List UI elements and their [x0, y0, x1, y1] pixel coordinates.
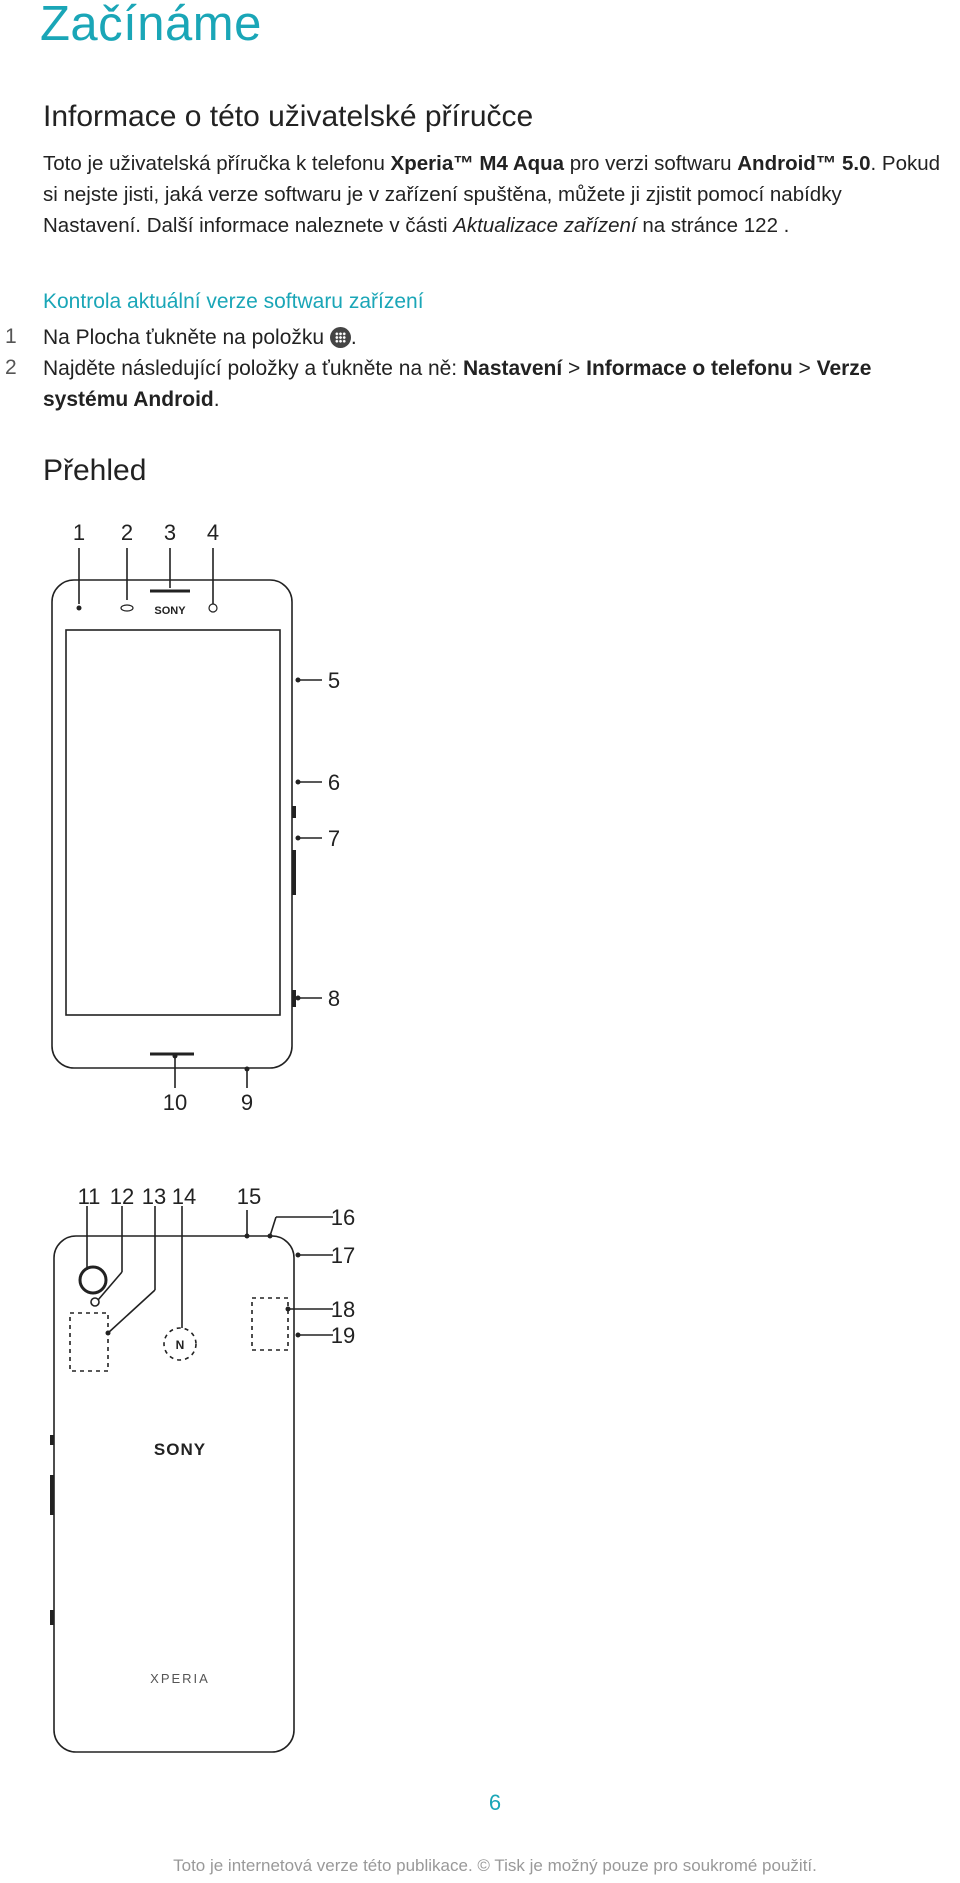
- sony-logo-front: SONY: [154, 605, 186, 617]
- callout-18: 18: [331, 1297, 355, 1322]
- callout-9: 9: [241, 1090, 253, 1115]
- step-end: .: [213, 388, 220, 411]
- para-text: pro verzi softwaru: [564, 152, 738, 175]
- intro-paragraph: Toto je uživatelská příručka k telefonu …: [43, 148, 943, 241]
- page-number: 6: [488, 1790, 502, 1815]
- chapter-title: Začínáme: [40, 0, 262, 51]
- callout-8: 8: [328, 986, 340, 1011]
- footer-note: Toto je internetová verze této publikace…: [173, 1856, 817, 1875]
- callout-14: 14: [172, 1184, 196, 1209]
- menu-path-about-phone: Informace o telefonu: [586, 357, 793, 380]
- callout-16: 16: [331, 1205, 355, 1230]
- step-text: Na Plocha ťukněte na položku: [43, 326, 330, 349]
- step-end: .: [350, 326, 357, 349]
- menu-path-android-version: Verze systému Android: [43, 357, 872, 411]
- callout-11: 11: [78, 1184, 101, 1209]
- callout-19: 19: [331, 1323, 355, 1348]
- step-number: 2: [5, 356, 17, 379]
- callout-7: 7: [328, 826, 340, 851]
- callout-5: 5: [328, 668, 340, 693]
- procedure-title: Kontrola aktuální verze softwaru zařízen…: [43, 290, 424, 313]
- nfc-icon: N: [176, 1338, 185, 1352]
- android-version: Android™ 5.0: [737, 152, 871, 175]
- step-number: 1: [5, 325, 17, 348]
- device-overview-diagram: SONY 1 2 3 4 5 6 7 8 9 10: [50, 520, 355, 1753]
- path-separator: >: [562, 357, 587, 380]
- menu-path-settings: Nastavení: [462, 357, 563, 380]
- section-title-overview: Přehled: [43, 454, 147, 487]
- phone-front-screen: [65, 629, 281, 1016]
- callout-10: 10: [163, 1090, 187, 1115]
- step-text: Najděte následující položky a ťukněte na…: [43, 357, 463, 380]
- callout-15: 15: [237, 1184, 261, 1209]
- update-link[interactable]: Aktualizace zařízení: [453, 214, 637, 237]
- xperia-logo: XPERIA: [150, 1671, 210, 1686]
- callout-12: 12: [110, 1184, 134, 1209]
- sony-logo-back: SONY: [154, 1440, 206, 1459]
- para-text: . Pokud si nejste jisti, jaká verze soft…: [43, 152, 941, 237]
- callout-4: 4: [207, 520, 219, 545]
- apps-grid-icon: [329, 327, 351, 348]
- callout-13: 13: [142, 1184, 166, 1209]
- callout-1: 1: [73, 520, 85, 545]
- path-separator: >: [792, 357, 817, 380]
- device-name: Xperia™ M4 Aqua: [390, 152, 565, 175]
- section-title-about: Informace o této uživatelské příručce: [43, 100, 534, 133]
- callout-17: 17: [331, 1243, 355, 1268]
- para-text: Toto je uživatelská příručka k telefonu: [43, 152, 391, 175]
- step-1-text: Na Plocha ťukněte na položku .: [43, 322, 943, 353]
- callout-3: 3: [164, 520, 176, 545]
- step-2-text: Najděte následující položky a ťukněte na…: [43, 353, 943, 415]
- callout-6: 6: [328, 770, 340, 795]
- callout-2: 2: [121, 520, 133, 545]
- para-text: na stránce 122 .: [636, 214, 790, 237]
- phone-front-outline: [51, 579, 293, 1069]
